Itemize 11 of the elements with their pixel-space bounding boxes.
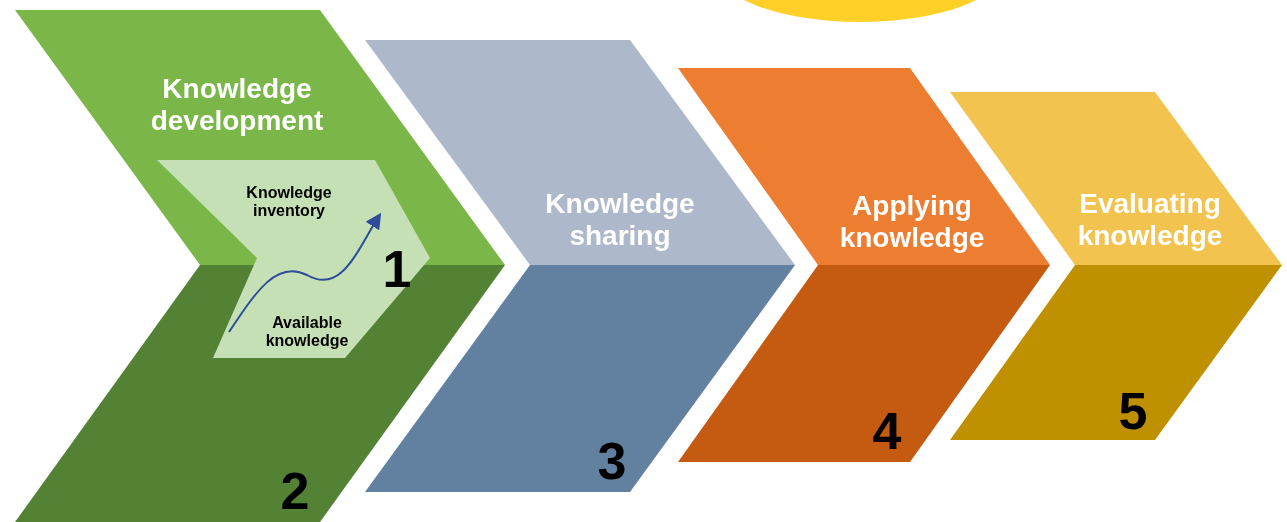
step-number: 3 <box>596 432 628 492</box>
step-title: Knowledge development <box>149 72 325 138</box>
step-number: 1 <box>381 240 413 300</box>
step-number: 2 <box>279 462 311 522</box>
step-title: Knowledge sharing <box>544 187 696 253</box>
inner-label: Available knowledge <box>264 313 350 351</box>
step-number: 5 <box>1117 382 1149 442</box>
step-title: Applying knowledge <box>838 189 986 255</box>
inner-label: Knowledge inventory <box>245 183 333 221</box>
step-number: 4 <box>871 402 903 462</box>
step-title: Evaluating knowledge <box>1076 187 1224 253</box>
